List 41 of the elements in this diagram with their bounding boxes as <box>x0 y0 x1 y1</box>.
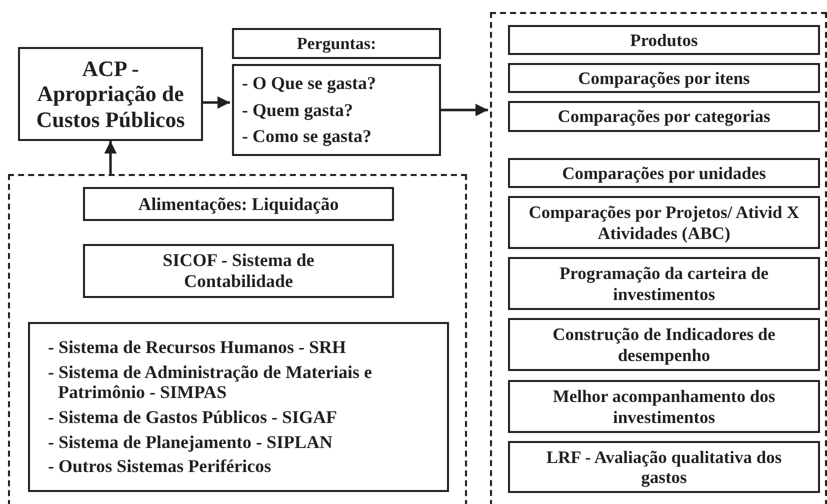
box-label: Alimentações: Liquidação <box>138 194 339 214</box>
list-box <box>28 322 449 492</box>
box-label: Programação da carteira de investimentos <box>558 263 770 304</box>
arrow <box>203 96 230 109</box>
process-box <box>508 380 820 433</box>
list-item: - Outros Sistemas Periféricos <box>48 456 272 478</box>
box-label: Comparações por Projetos/ Ativid X Atividades (ABC) <box>528 202 800 243</box>
list-item: - Sistema de Planejamento - SIPLAN <box>48 432 332 452</box>
list-box <box>232 64 441 156</box>
process-box <box>83 244 394 298</box>
list-item: - Sistema de Gastos Públicos - SIGAF <box>48 407 338 428</box>
arrow <box>441 104 488 116</box>
process-box <box>508 257 820 310</box>
dashed-group-frame <box>8 174 467 504</box>
box-label: Comparações por itens <box>578 68 750 88</box>
list-item: - Sistema de Administração de Materiais e Patrimônio - SIMPAS <box>48 362 373 403</box>
box-label: ACP - Apropriação de Custos Públicos <box>35 56 186 132</box>
box-label: Construção de Indicadores de desempenho <box>552 324 776 365</box>
dashed-group-frame <box>490 12 827 504</box>
process-box <box>508 196 820 249</box>
box-label: Produtos <box>630 30 698 50</box>
process-box <box>232 28 441 59</box>
arrow <box>104 141 117 174</box>
box-label: Perguntas: <box>296 34 376 54</box>
box-label: Melhor acompanhamento dos investimentos <box>552 386 776 427</box>
process-box <box>508 318 820 371</box>
process-box <box>508 441 820 493</box>
box-label: Comparações por categorias <box>558 106 770 127</box>
process-box <box>508 25 820 55</box>
list-item: - Quem gasta? <box>242 100 353 120</box>
box-label: LRF - Avaliação qualitativa dos gastos <box>545 446 783 488</box>
list-item: - Como se gasta? <box>242 126 372 148</box>
process-box <box>508 158 820 188</box>
box-label: Comparações por unidades <box>562 162 766 184</box>
box-label: SICOF - Sistema de Contabilidade <box>162 250 316 292</box>
process-box <box>83 187 394 221</box>
list-item: - O Que se gasta? <box>242 72 376 94</box>
process-box <box>508 101 820 132</box>
process-box <box>508 63 820 93</box>
list-item: - Sistema de Recursos Humanos - SRH <box>48 336 346 358</box>
process-box <box>18 47 203 141</box>
